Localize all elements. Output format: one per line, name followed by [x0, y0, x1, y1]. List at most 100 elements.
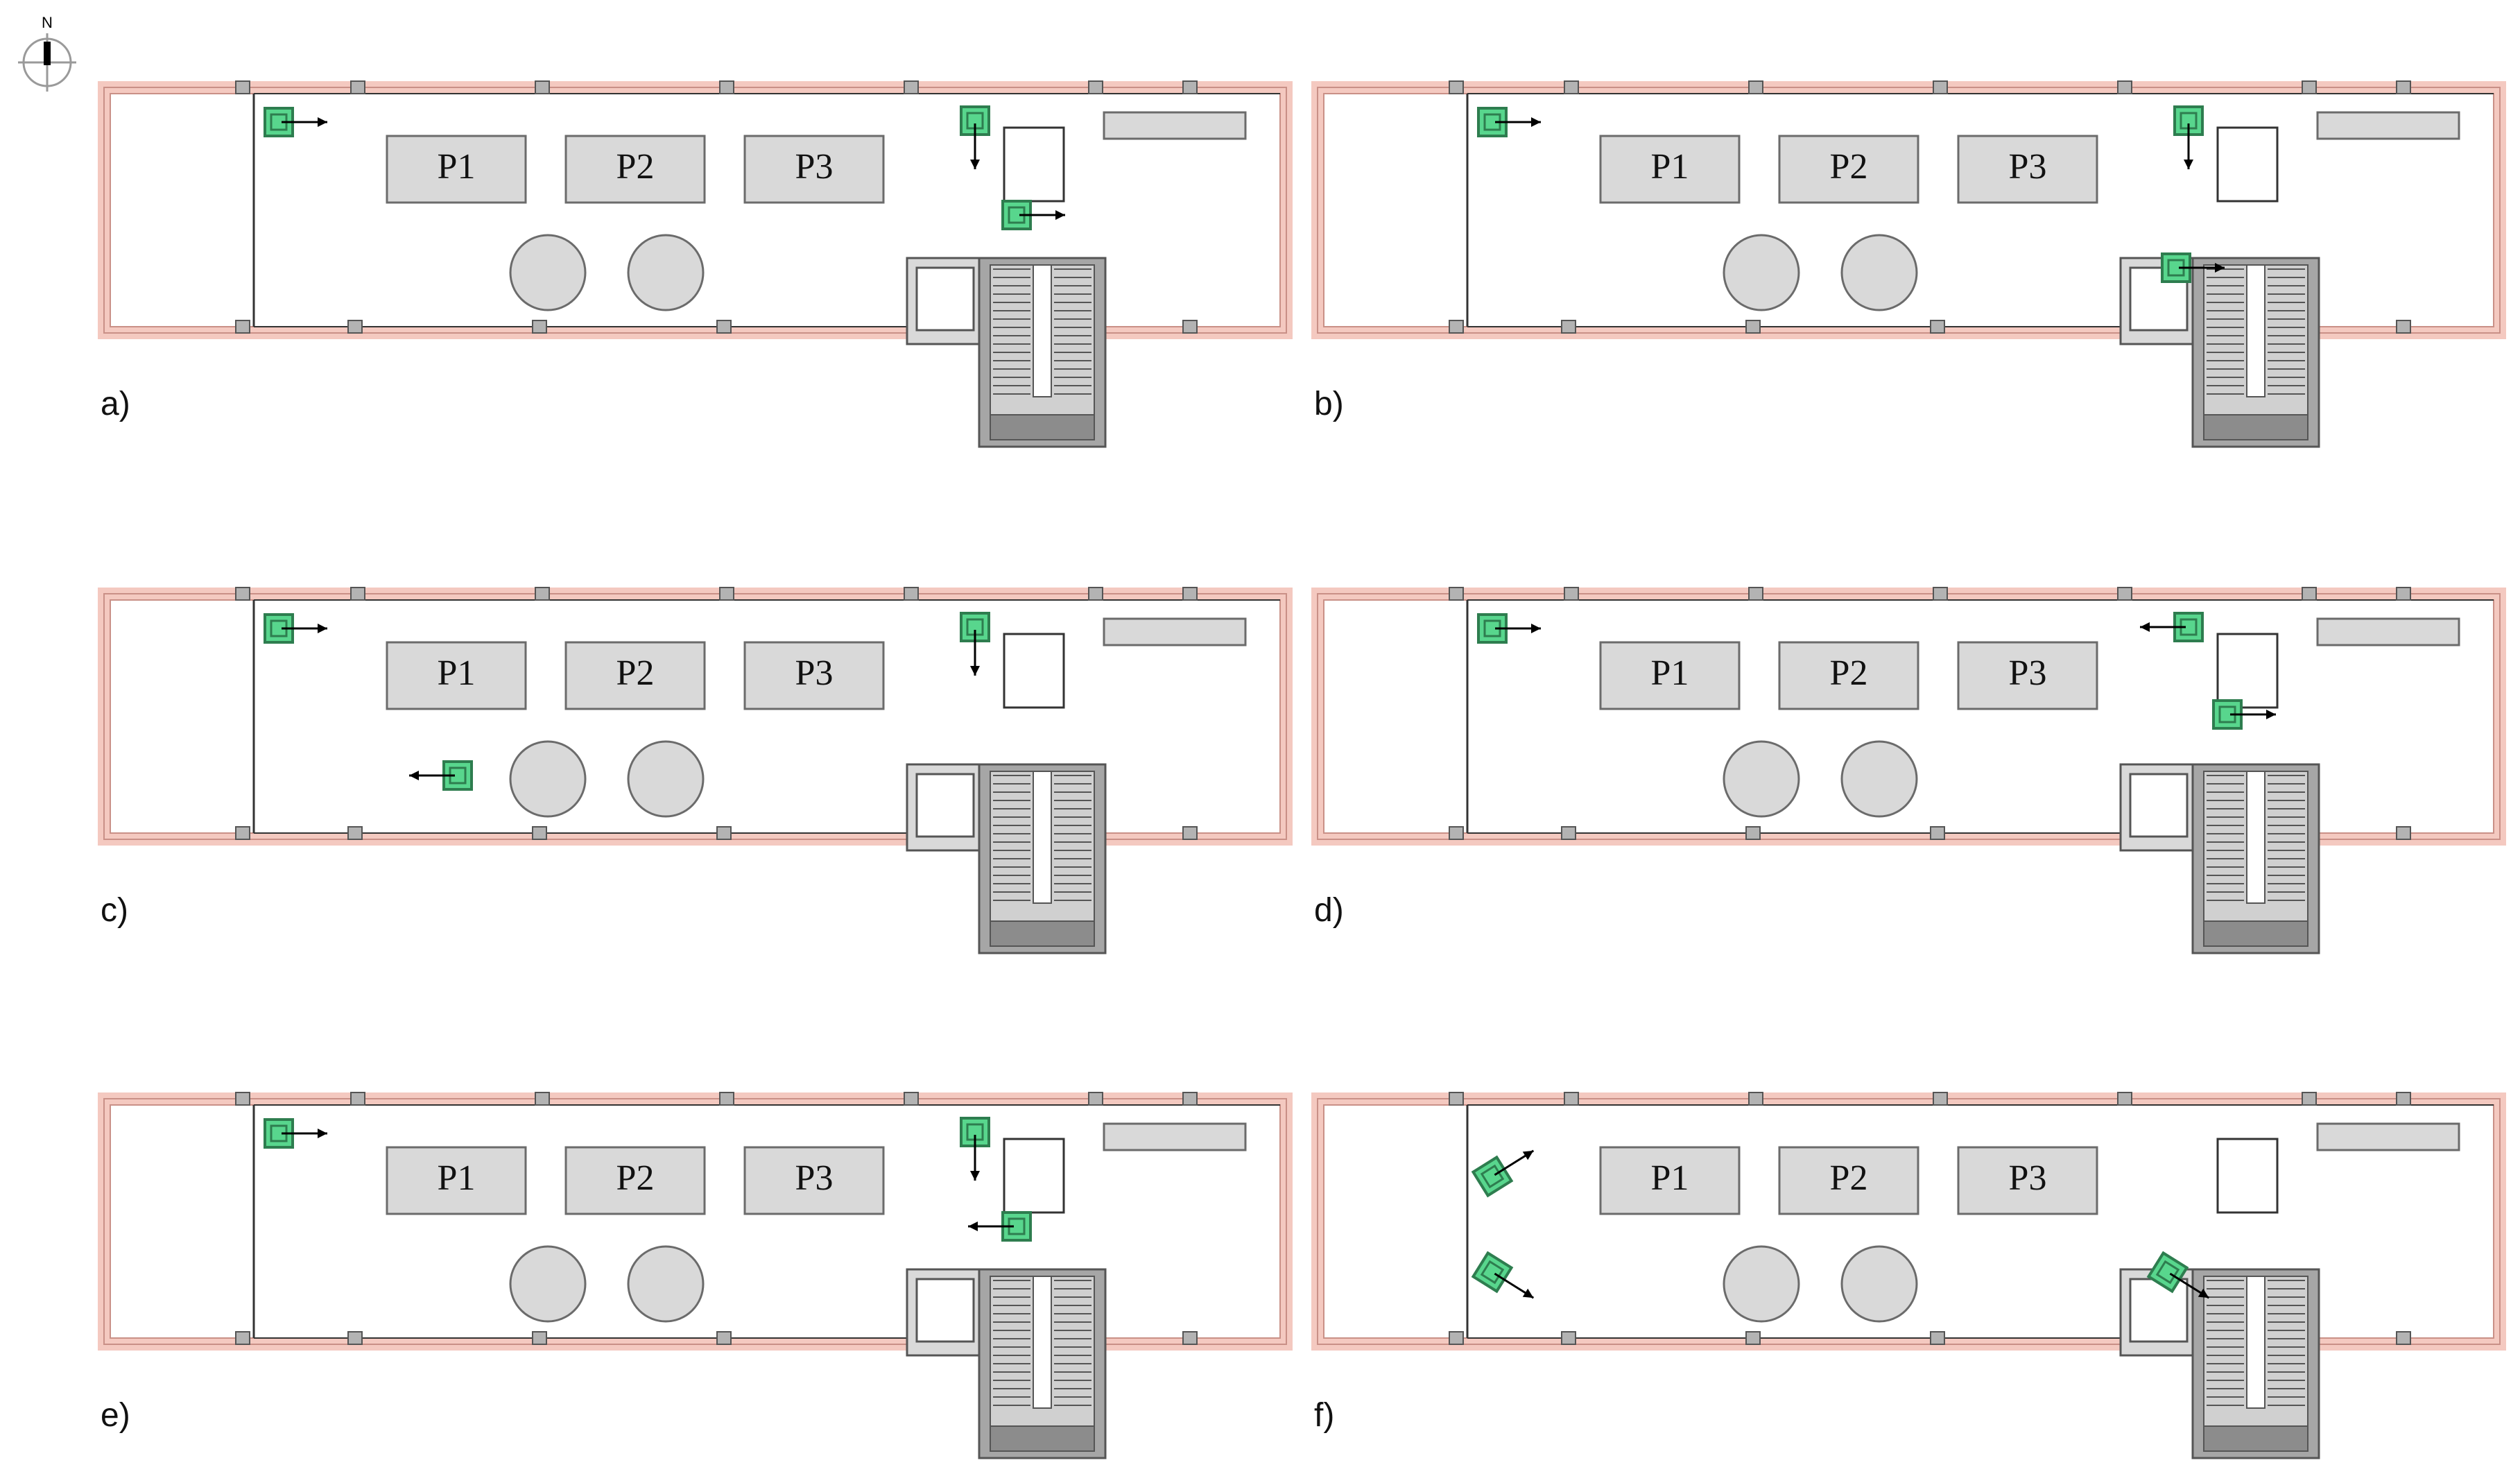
platform-box: [1957, 1146, 2098, 1215]
stair-base: [2203, 1425, 2308, 1452]
outer-wall-edge: [1317, 593, 2501, 840]
pillar: [532, 320, 547, 334]
cabinet-box: [2216, 126, 2279, 203]
platform-box: [1599, 135, 1741, 204]
tank-1: [1723, 234, 1800, 311]
pillar: [350, 587, 365, 601]
pillar: [347, 826, 363, 840]
platform-label: P1: [438, 147, 476, 187]
platform-box: [1778, 641, 1919, 710]
platform-label: P1: [1651, 653, 1689, 693]
north-arrow-icon: [44, 42, 51, 65]
platform-label: P2: [616, 147, 655, 187]
platform-p3: P3: [1957, 135, 2098, 204]
stair-well: [1033, 264, 1052, 397]
equipment-bar: [2316, 617, 2460, 646]
floor-plan-panel: P1 P2 P3 a): [98, 80, 1293, 448]
pillar: [1561, 826, 1576, 840]
stair-tower: [906, 763, 1107, 954]
pillar: [1449, 587, 1464, 601]
pillar: [235, 1331, 250, 1345]
camera-icon: [264, 107, 294, 137]
panel-label: a): [101, 386, 130, 422]
arrow-head-icon: [1531, 117, 1541, 127]
pillar: [535, 587, 550, 601]
platform-label: P3: [2009, 1158, 2047, 1198]
pillar: [2396, 587, 2411, 601]
stair-base: [990, 920, 1095, 947]
pillar: [2302, 587, 2317, 601]
pillar: [1748, 80, 1763, 94]
panel-label: d): [1314, 892, 1344, 929]
pillar: [2396, 1331, 2411, 1345]
platform-box: [743, 641, 885, 710]
equipment-bar: [1103, 1122, 1247, 1151]
platform-label: P2: [1830, 147, 1868, 187]
stair-well: [1033, 771, 1052, 904]
arrow-head-icon: [409, 771, 419, 780]
arrow-head-icon: [1531, 624, 1541, 633]
pillar: [235, 1092, 250, 1106]
pillar: [1930, 1331, 1945, 1345]
arrow-head-icon: [968, 1222, 978, 1231]
pillar: [1564, 587, 1579, 601]
tank-1: [1723, 740, 1800, 818]
platform-p3: P3: [1957, 641, 2098, 710]
platform-box: [743, 1146, 885, 1215]
arrow-head-icon: [1522, 1150, 1534, 1160]
camera-1: [264, 1118, 327, 1149]
pillar: [1745, 1331, 1761, 1345]
tank-2: [1840, 1245, 1918, 1323]
camera-2: [960, 105, 990, 169]
stair-well: [2246, 771, 2266, 904]
pillar: [1745, 826, 1761, 840]
platform-box: [386, 135, 527, 204]
platform-label: P1: [438, 1158, 476, 1198]
arrow-head-icon: [318, 117, 327, 127]
platform-p1: P1: [386, 641, 527, 710]
pillar: [1088, 587, 1103, 601]
pillar: [532, 826, 547, 840]
pillar: [719, 80, 734, 94]
compass: N: [18, 14, 76, 92]
panel-label: b): [1314, 386, 1344, 422]
arrow-head-icon: [970, 160, 980, 169]
arrow-head-icon: [1055, 210, 1065, 220]
stair-base: [990, 1425, 1095, 1452]
platform-p2: P2: [1778, 1146, 1919, 1215]
pillar: [1088, 1092, 1103, 1106]
platform-p2: P2: [564, 641, 706, 710]
platform-p3: P3: [743, 641, 885, 710]
cabinet-box: [1003, 633, 1065, 709]
platform-box: [386, 641, 527, 710]
equipment-bar: [1103, 617, 1247, 646]
platform-label: P3: [795, 147, 834, 187]
tank-1: [1723, 1245, 1800, 1323]
pillar: [235, 826, 250, 840]
compass-label: N: [42, 14, 53, 31]
pillar: [719, 587, 734, 601]
pillar: [1561, 1331, 1576, 1345]
arrow-head-icon: [2215, 263, 2225, 273]
camera-3: [1001, 200, 1065, 230]
camera-3: [2161, 252, 2225, 283]
platform-label: P2: [616, 653, 655, 693]
pillar: [1933, 587, 1948, 601]
equipment-bar: [2316, 1122, 2460, 1151]
pillar: [716, 1331, 732, 1345]
camera-3: [2146, 1251, 2210, 1299]
platform-box: [564, 1146, 706, 1215]
camera-3: [968, 1211, 1032, 1242]
stair-landing-opening: [915, 773, 975, 838]
pillar: [2117, 80, 2132, 94]
platform-label: P3: [2009, 147, 2047, 187]
panel-label: c): [101, 892, 128, 929]
arrow-head-icon: [970, 1171, 980, 1181]
stair-base: [2203, 920, 2308, 947]
pillar: [904, 1092, 919, 1106]
platform-box: [1599, 1146, 1741, 1215]
stair-landing-opening: [915, 266, 975, 332]
pillar: [2117, 587, 2132, 601]
pillar: [1745, 320, 1761, 334]
